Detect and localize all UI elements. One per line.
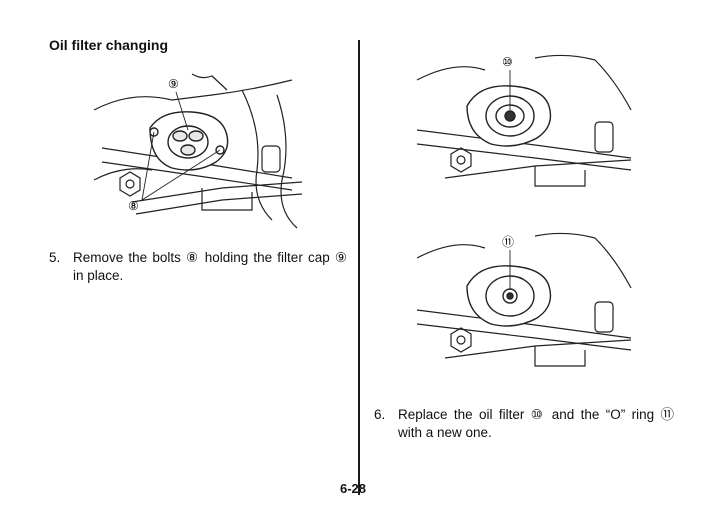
column-divider xyxy=(358,40,360,495)
figure-o-ring: ⑪ xyxy=(415,228,633,370)
figure-filter-cap-bolts: ⑨ ⑧ xyxy=(92,70,304,230)
filter-cap-shape xyxy=(149,111,229,171)
page-number: 6-28 xyxy=(340,481,367,496)
callout-9: ⑨ xyxy=(168,77,179,91)
filter-cap-illustration: ⑨ ⑧ xyxy=(93,73,303,229)
oil-filter-illustration: ⑩ xyxy=(416,54,632,187)
step-6: 6. Replace the oil filter ⑩ and the “O” … xyxy=(374,406,674,442)
callout-8: ⑧ xyxy=(128,199,139,213)
step-number: 6. xyxy=(374,407,386,422)
callout-11: ⑪ xyxy=(502,235,514,249)
step-text: Replace the oil filter ⑩ and the “O” rin… xyxy=(398,407,674,440)
section-title: Oil filter changing xyxy=(49,37,169,53)
o-ring-housing xyxy=(466,265,552,327)
figure-oil-filter: ⑩ xyxy=(415,50,633,190)
step-number: 5. xyxy=(49,250,61,265)
oil-filter-housing xyxy=(466,85,552,147)
step-text: Remove the bolts ⑧ holding the filter ca… xyxy=(73,250,347,283)
step-5: 5. Remove the bolts ⑧ holding the filter… xyxy=(49,249,347,285)
o-ring-illustration: ⑪ xyxy=(416,232,632,367)
callout-10: ⑩ xyxy=(502,55,513,69)
